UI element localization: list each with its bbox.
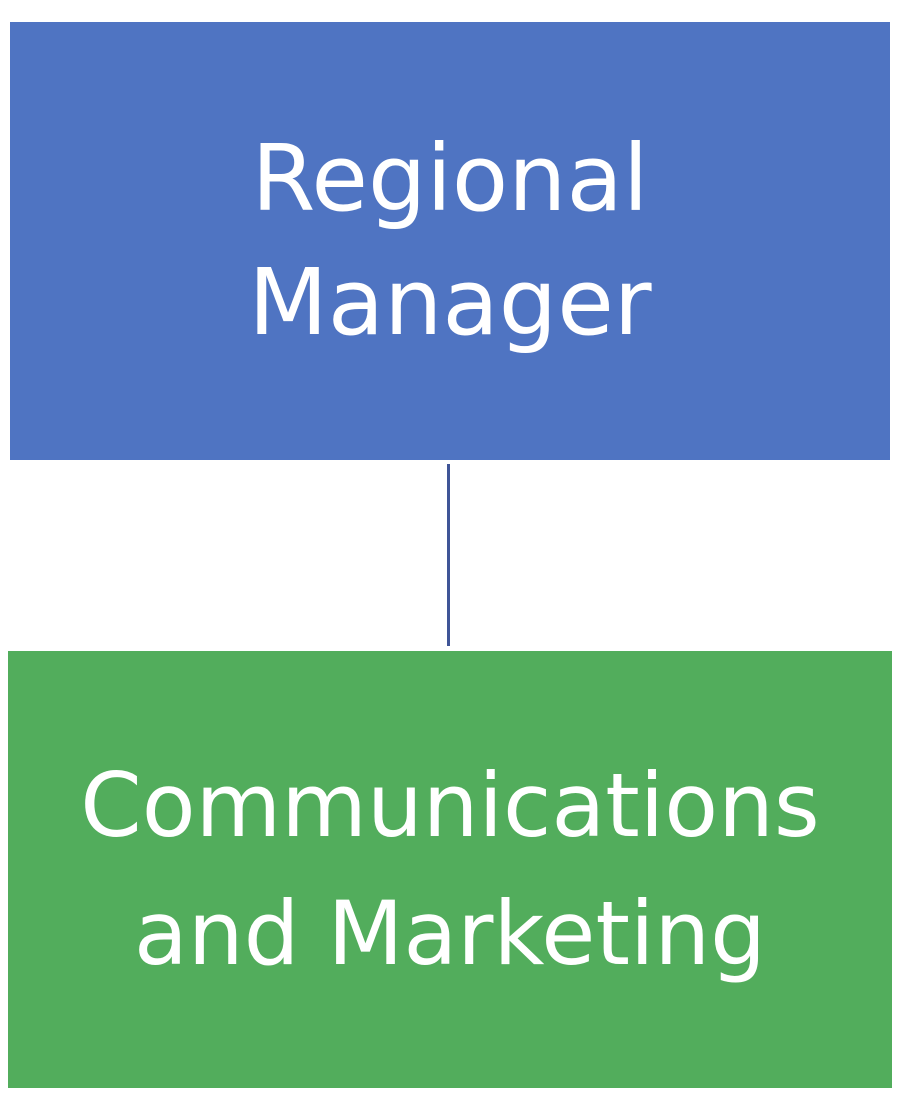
reporting-connector-line [447, 464, 450, 646]
communications-marketing-label: Communications and Marketing [80, 753, 820, 985]
regional-manager-label: Regional Manager [248, 125, 652, 356]
regional-manager-box: Regional Manager [10, 22, 890, 460]
communications-marketing-box: Communications and Marketing [8, 651, 892, 1088]
